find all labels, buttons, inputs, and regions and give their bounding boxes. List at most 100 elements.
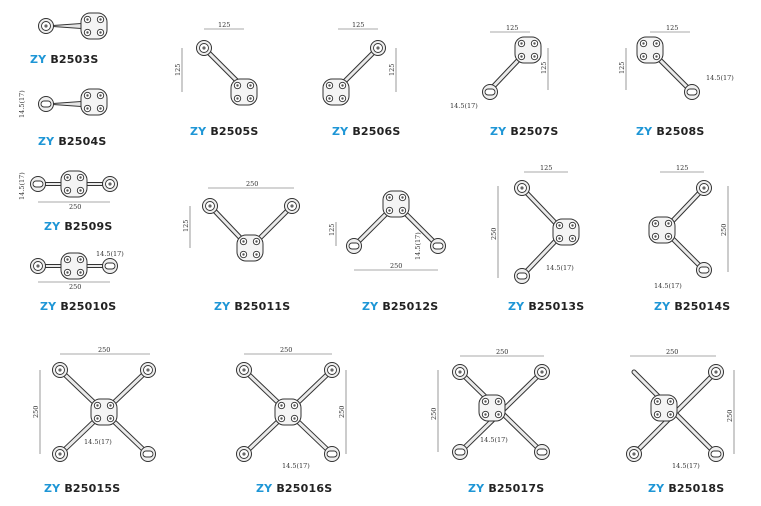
fitting-drawing-b2507s: 125 125 14.5(17) bbox=[450, 22, 560, 114]
dim-text: 250 bbox=[490, 228, 498, 240]
dim-text: 125 bbox=[618, 62, 626, 74]
dim-text: 14.5(17) bbox=[480, 436, 508, 444]
model-code: B25015S bbox=[64, 482, 121, 495]
dim-text: 14.5(17) bbox=[18, 90, 26, 118]
model-code: B2508S bbox=[656, 125, 705, 138]
dim-text: 250 bbox=[69, 203, 81, 211]
fitting-drawing-b25012s: 125 14.5(17) 250 bbox=[324, 180, 464, 280]
dim-text: 125 bbox=[540, 62, 548, 74]
dim-text: 250 bbox=[338, 406, 346, 418]
dim-text: 250 bbox=[726, 410, 734, 422]
brand-prefix: ZY bbox=[468, 482, 485, 495]
dim-text: 250 bbox=[496, 348, 508, 356]
dim-text: 250 bbox=[280, 346, 292, 354]
model-code: B25016S bbox=[276, 482, 333, 495]
dim-text: 250 bbox=[666, 348, 678, 356]
fitting-drawing-b2508s: 125 125 14.5(17) bbox=[616, 22, 736, 114]
model-code: B25010S bbox=[60, 300, 117, 313]
dim-text: 250 bbox=[430, 408, 438, 420]
brand-prefix: ZY bbox=[648, 482, 665, 495]
fitting-drawing-b25010s: 14.5(17) 250 bbox=[26, 248, 136, 292]
fitting-drawing-b2505s: 125 125 bbox=[172, 20, 272, 115]
dim-text: 14.5(17) bbox=[672, 462, 700, 470]
dim-text: 125 bbox=[218, 21, 230, 29]
brand-prefix: ZY bbox=[654, 300, 671, 313]
fitting-drawing-b25017s: 250 250 14.5(17) bbox=[426, 342, 566, 472]
model-code: B25013S bbox=[528, 300, 585, 313]
dim-text: 14.5(17) bbox=[706, 74, 734, 82]
model-code: B2504S bbox=[58, 135, 107, 148]
fitting-drawing-b2506s: 125 125 bbox=[310, 20, 410, 115]
dim-text: 250 bbox=[32, 406, 40, 418]
dim-text: 14.5(17) bbox=[546, 264, 574, 272]
model-code: B2505S bbox=[210, 125, 259, 138]
dim-text: 14.5(17) bbox=[450, 102, 478, 110]
dim-text: 250 bbox=[246, 180, 258, 188]
dim-text: 125 bbox=[666, 24, 678, 32]
dim-text: 14.5(17) bbox=[654, 282, 682, 290]
fitting-drawing-b2504s: 14.5(17) bbox=[18, 84, 108, 124]
brand-prefix: ZY bbox=[508, 300, 525, 313]
dim-text: 14.5(17) bbox=[18, 172, 26, 200]
dim-text: 14.5(17) bbox=[84, 438, 112, 446]
dim-text: 125 bbox=[174, 64, 182, 76]
brand-prefix: ZY bbox=[190, 125, 207, 138]
dim-text: 14.5(17) bbox=[414, 232, 422, 260]
fitting-drawing-b25014s: 125 250 14.5(17) bbox=[632, 160, 742, 290]
model-code: B2506S bbox=[352, 125, 401, 138]
dim-text: 125 bbox=[676, 164, 688, 172]
dim-text: 125 bbox=[388, 64, 396, 76]
model-code: B25011S bbox=[234, 300, 291, 313]
fitting-drawing-b25013s: 125 250 14.5(17) bbox=[486, 160, 596, 290]
brand-prefix: ZY bbox=[30, 53, 47, 66]
model-code: B25012S bbox=[382, 300, 439, 313]
dim-text: 125 bbox=[540, 164, 552, 172]
dim-text: 14.5(17) bbox=[282, 462, 310, 470]
dim-text: 125 bbox=[182, 220, 190, 232]
brand-prefix: ZY bbox=[214, 300, 231, 313]
dim-text: 125 bbox=[352, 21, 364, 29]
model-code: B2503S bbox=[50, 53, 99, 66]
dim-text: 250 bbox=[390, 262, 402, 270]
brand-prefix: ZY bbox=[332, 125, 349, 138]
brand-prefix: ZY bbox=[490, 125, 507, 138]
dim-text: 14.5(17) bbox=[96, 250, 124, 258]
fitting-drawing-b2509s: 14.5(17) 250 bbox=[18, 168, 128, 212]
dim-text: 250 bbox=[98, 346, 110, 354]
dim-text: 125 bbox=[506, 24, 518, 32]
model-code: B2509S bbox=[64, 220, 113, 233]
fitting-drawing-b25015s: 250 250 14.5(17) bbox=[28, 342, 168, 472]
fitting-drawing-b25018s: 250 250 14.5(17) bbox=[612, 342, 752, 474]
dim-text: 125 bbox=[328, 224, 336, 236]
brand-prefix: ZY bbox=[362, 300, 379, 313]
dim-text: 250 bbox=[69, 283, 81, 291]
fitting-drawing-b2503s bbox=[28, 6, 108, 42]
brand-prefix: ZY bbox=[256, 482, 273, 495]
fitting-drawing-b25011s: 250 125 bbox=[180, 178, 310, 278]
dim-text: 250 bbox=[720, 224, 728, 236]
brand-prefix: ZY bbox=[44, 220, 61, 233]
brand-prefix: ZY bbox=[40, 300, 57, 313]
model-code: B25018S bbox=[668, 482, 725, 495]
brand-prefix: ZY bbox=[38, 135, 55, 148]
model-code: B2507S bbox=[510, 125, 559, 138]
model-code: B25017S bbox=[488, 482, 545, 495]
brand-prefix: ZY bbox=[636, 125, 653, 138]
brand-prefix: ZY bbox=[44, 482, 61, 495]
